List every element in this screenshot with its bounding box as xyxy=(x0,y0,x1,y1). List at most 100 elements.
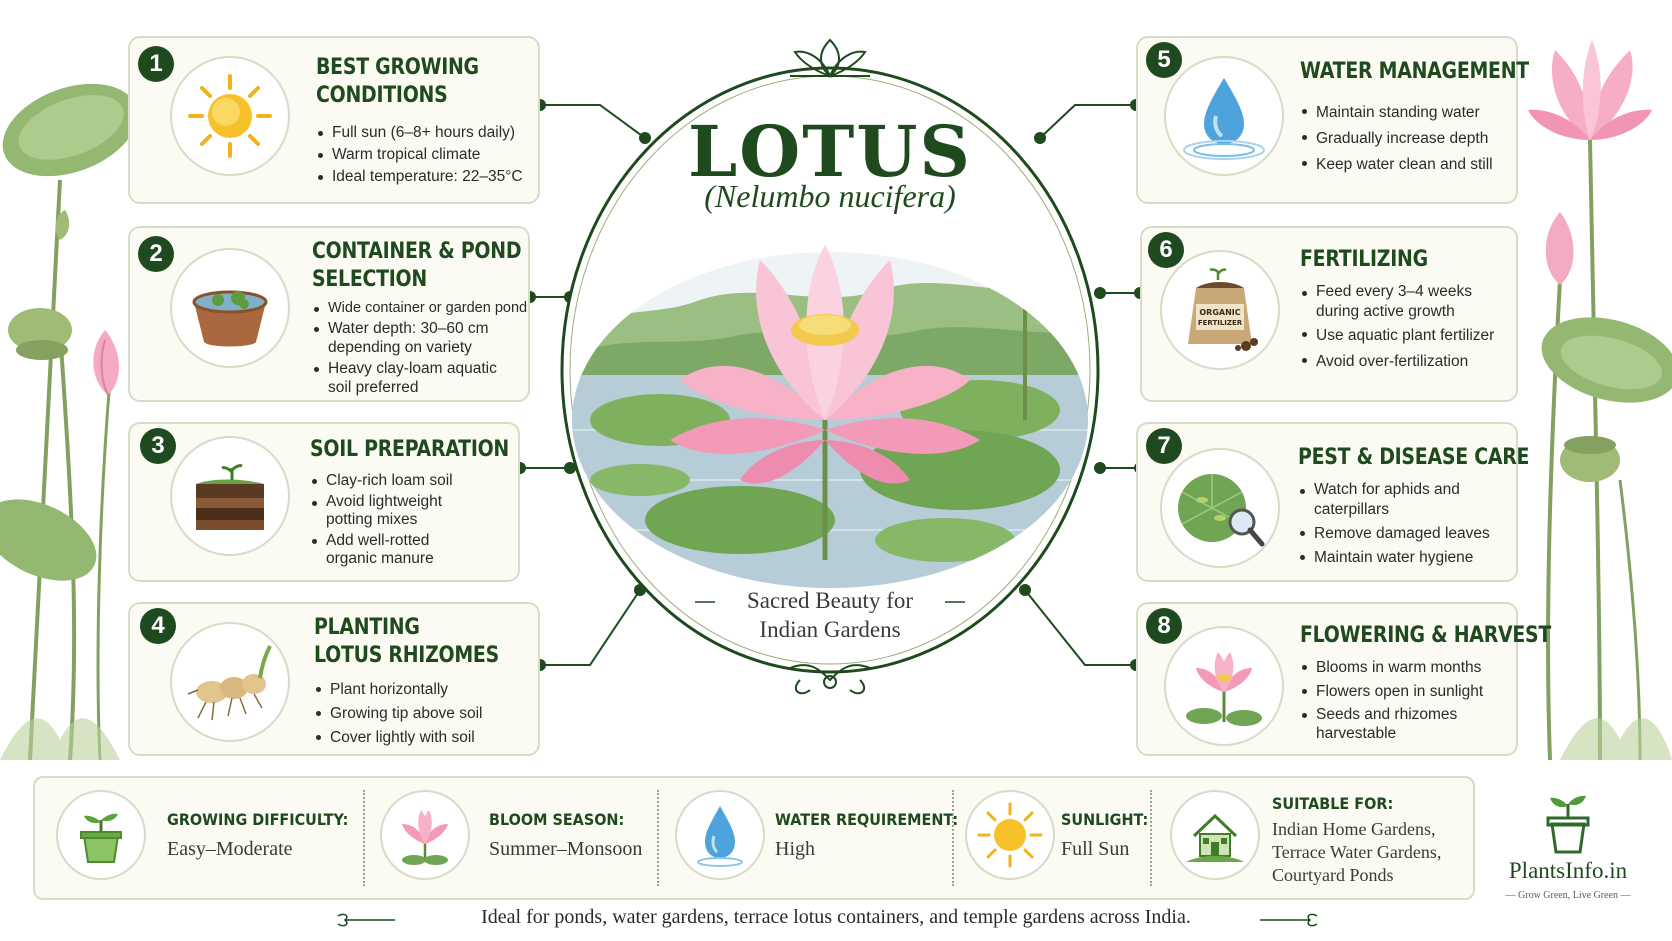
bullet-item: Ideal temperature: 22–35°C xyxy=(316,166,523,188)
bullet-item: Keep water clean and still xyxy=(1300,152,1493,178)
soil-layers-icon xyxy=(196,464,264,530)
bullet-item: Remove damaged leaves xyxy=(1298,522,1490,546)
bullet-item: Gradually increase depth xyxy=(1300,126,1493,152)
card-number-badge: 4 xyxy=(140,608,176,644)
bullet-item: Watch for aphids and xyxy=(1298,480,1490,500)
card-number-badge: 5 xyxy=(1146,42,1182,78)
bullet-item: Wide container or garden pond xyxy=(312,298,527,318)
bullet-item: Flowers open in sunlight xyxy=(1300,680,1483,704)
card-best-growing-conditions xyxy=(128,36,540,204)
flower-icon-circle xyxy=(1164,626,1284,746)
card-bullet-list: Feed every 3–4 weeks during active growt… xyxy=(1300,282,1494,375)
soil-icon-circle xyxy=(170,436,290,556)
bullet-item: caterpillars xyxy=(1314,501,1389,518)
house-garden-icon xyxy=(1186,813,1244,862)
svg-text:ORGANIC: ORGANIC xyxy=(1199,308,1240,317)
divider xyxy=(952,790,954,886)
bullet-item: Seeds and rhizomes xyxy=(1300,704,1483,726)
sun-icon-circle xyxy=(170,56,290,176)
card-title: PEST & DISEASE CARE xyxy=(1298,445,1530,470)
card-number-badge: 2 xyxy=(138,236,174,272)
svg-text:FERTILIZER: FERTILIZER xyxy=(1198,319,1243,327)
top-ornament xyxy=(790,38,870,78)
bullet-item: potting mixes xyxy=(326,511,418,528)
bullet-item: Full sun (6–8+ hours daily) xyxy=(316,122,523,144)
brand-tagline: — Grow Green, Live Green — xyxy=(1505,890,1631,901)
card-title: FLOWERING & HARVEST xyxy=(1300,623,1552,648)
bullet-item: Heavy clay-loam aquatic xyxy=(312,358,527,379)
footer-text: Ideal for ponds, water gardens, terrace … xyxy=(481,906,1191,928)
water-drop-icon-circle xyxy=(1164,56,1284,176)
lotus-flower-illustration xyxy=(670,245,980,484)
stat-label-sunlight: SUNLIGHT: xyxy=(1061,810,1149,829)
stat-label-bloom-season: BLOOM SEASON: xyxy=(489,810,625,829)
card-number-badge: 6 xyxy=(1148,232,1184,268)
card-bullet-list: Full sun (6–8+ hours daily) Warm tropica… xyxy=(316,122,523,188)
card-title: FERTILIZING xyxy=(1300,247,1428,272)
bullet-item: Use aquatic plant fertilizer xyxy=(1300,323,1494,349)
stat-value-bloom-season: Summer–Monsoon xyxy=(489,838,643,860)
plant-pot-icon-circle xyxy=(56,790,146,880)
house-icon-circle xyxy=(1170,790,1260,880)
bullet-item: Avoid over-fertilization xyxy=(1300,349,1494,375)
bullet-item: during active growth xyxy=(1316,303,1455,320)
bullet-item: Water depth: 30–60 cm xyxy=(312,318,527,339)
bullet-item: organic manure xyxy=(326,550,434,567)
tagline: Sacred Beauty for Indian Gardens xyxy=(746,588,914,642)
fertilizer-bag-icon: ORGANIC FERTILIZER xyxy=(1188,268,1258,351)
bullet-item: Add well-rotted xyxy=(310,530,453,551)
divider xyxy=(363,790,365,886)
stat-value-suitable-for: Indian Home Gardens, Terrace Water Garde… xyxy=(1272,819,1442,885)
lotus-bloom-icon xyxy=(1186,652,1262,726)
card-bullet-list: Blooms in warm months Flowers open in su… xyxy=(1300,656,1483,744)
bullet-item: depending on variety xyxy=(328,339,472,356)
fertilizer-icon-circle: ORGANIC FERTILIZER xyxy=(1160,250,1280,370)
divider xyxy=(657,790,659,886)
sun-icon-circle xyxy=(965,790,1055,880)
card-title: SOIL PREPARATION xyxy=(310,437,510,462)
footer-ornament xyxy=(337,913,1318,927)
card-bullet-list: Maintain standing water Gradually increa… xyxy=(1300,100,1493,178)
bullet-item: Blooms in warm months xyxy=(1300,656,1483,680)
card-number-badge: 1 xyxy=(138,46,174,82)
scientific-name: (Nelumbo nucifera) xyxy=(704,178,956,214)
sun-icon xyxy=(977,802,1043,868)
bottom-ornament xyxy=(789,664,871,695)
left-lotus-plants-illustration xyxy=(0,83,138,761)
stat-value-water-requirement: High xyxy=(775,838,815,860)
stat-value-sunlight: Full Sun xyxy=(1061,838,1130,860)
bullet-item: harvestable xyxy=(1316,725,1397,742)
water-drop-icon xyxy=(1183,78,1265,160)
water-drop-icon-circle xyxy=(675,790,765,880)
bullet-item: Cover lightly with soil xyxy=(314,726,483,750)
brand-logo-icon xyxy=(1546,795,1590,854)
rhizome-icon xyxy=(187,645,272,721)
brand-name: PlantsInfo.in xyxy=(1508,858,1628,883)
bullet-item: Maintain water hygiene xyxy=(1298,546,1490,570)
card-number-badge: 8 xyxy=(1146,608,1182,644)
stat-label-difficulty: GROWING DIFFICULTY: xyxy=(167,810,349,829)
bloom-icon-circle xyxy=(380,790,470,880)
card-container-pond-selection xyxy=(128,226,530,402)
bullet-item: Warm tropical climate xyxy=(316,144,523,166)
sun-icon xyxy=(188,74,272,158)
right-lotus-plants-illustration xyxy=(1528,40,1672,761)
page-title: LOTUS xyxy=(688,110,972,193)
card-number-badge: 7 xyxy=(1146,428,1182,464)
card-title: WATER MANAGEMENT xyxy=(1300,59,1529,84)
card-number-badge: 3 xyxy=(140,428,176,464)
card-bullet-list: Watch for aphids and caterpillars Remove… xyxy=(1298,480,1490,570)
divider xyxy=(1150,790,1152,886)
bullet-item: Maintain standing water xyxy=(1300,100,1493,126)
water-drop-icon xyxy=(697,806,743,867)
card-bullet-list: Wide container or garden pond Water dept… xyxy=(312,298,527,398)
bullet-item: Avoid lightweight xyxy=(310,492,453,512)
bullet-item: Feed every 3–4 weeks xyxy=(1300,282,1494,302)
stat-value-difficulty: Easy–Moderate xyxy=(167,838,293,860)
connector-lines xyxy=(520,104,1140,666)
bullet-item: Plant horizontally xyxy=(314,678,483,702)
pest-icon-circle xyxy=(1160,448,1280,568)
